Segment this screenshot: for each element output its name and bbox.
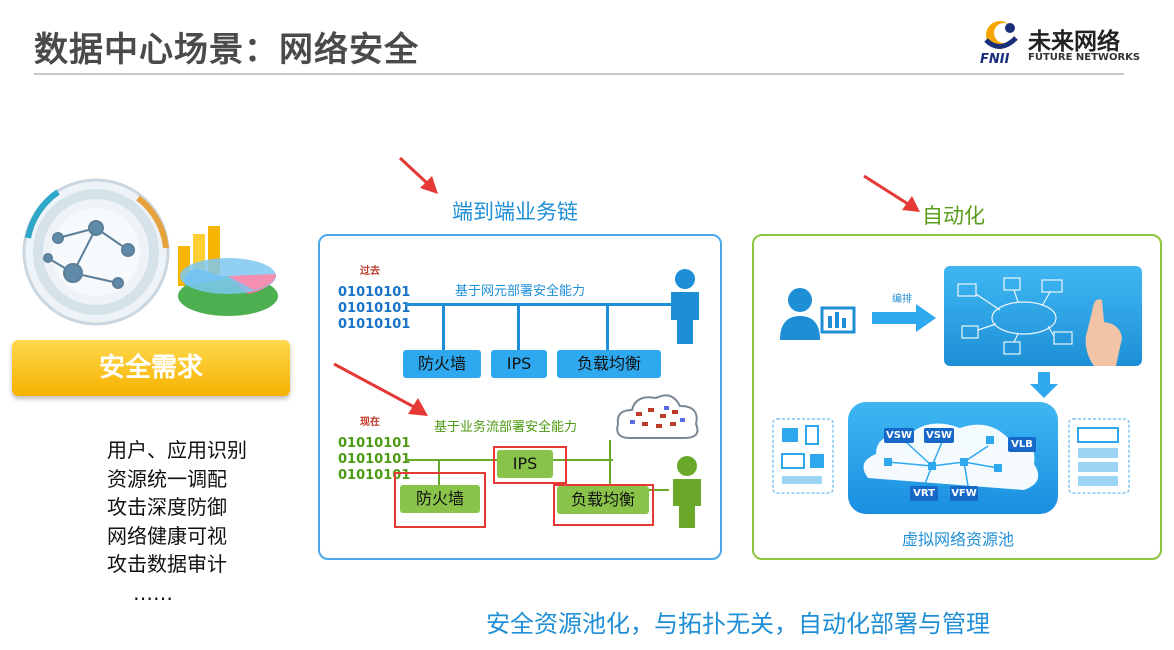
resource-pool-label: 虚拟网络资源池 [902, 530, 1015, 549]
now-binary: 01010101 01010101 01010101 [338, 436, 411, 483]
cloud-orchestration-screen [944, 266, 1142, 366]
vlb-node: VLB [1008, 437, 1036, 452]
requirements-list: 用户、应用识别 资源统一调配 攻击深度防御 网络健康可视 攻击数据审计 …… [107, 436, 247, 607]
vsw-node: VSW [924, 428, 954, 443]
connector [442, 306, 445, 350]
summary-text: 安全资源池化，与拓扑无关，自动化部署与管理 [486, 610, 990, 638]
down-arrow-icon [1030, 372, 1058, 398]
red-arrow-icon [863, 174, 920, 212]
past-bus-line [405, 303, 673, 306]
highlight-frame [493, 446, 567, 484]
past-caption: 基于网元部署安全能力 [455, 284, 586, 299]
service-chain-heading: 端到端业务链 [452, 200, 578, 224]
now-flow-line [609, 440, 611, 490]
highlight-frame [394, 472, 486, 528]
vrt-node: VRT [910, 486, 938, 501]
cloud-icon [612, 390, 702, 448]
red-arrow-icon [398, 156, 438, 194]
past-ips-box: IPS [491, 350, 547, 378]
list-item: 攻击数据审计 [107, 552, 227, 576]
logo-icon [980, 18, 1024, 54]
automation-heading: 自动化 [922, 204, 985, 228]
list-item: 网络健康可视 [107, 523, 227, 548]
user-icon [668, 268, 702, 344]
list-item: …… [133, 580, 173, 605]
red-arrow-icon [333, 362, 428, 416]
connector [606, 306, 609, 350]
now-caption: 基于业务流部署安全能力 [434, 420, 578, 435]
now-load-balancer-box: 负载均衡 [557, 486, 649, 514]
list-item: 资源统一调配 [107, 466, 227, 491]
list-item: 攻击深度防御 [107, 495, 227, 519]
device-panel-icon [772, 418, 834, 494]
logo-abbr: FNII [980, 52, 1010, 67]
service-chain-panel [318, 234, 722, 560]
now-tag: 现在 [360, 417, 380, 428]
security-illustration [18, 178, 278, 328]
logo-text-en: FUTURE NETWORKS [1028, 52, 1141, 63]
past-firewall-box: 防火墙 [403, 350, 481, 378]
admin-user-icon [778, 286, 858, 350]
past-load-balancer-box: 负载均衡 [557, 350, 661, 378]
vsw-node: VSW [884, 428, 914, 443]
connector [517, 306, 520, 350]
now-firewall-box: 防火墙 [400, 485, 480, 513]
list-item: 用户、应用识别 [107, 438, 247, 462]
past-tag: 过去 [360, 266, 380, 277]
now-ips-box: IPS [497, 450, 553, 478]
automation-panel [752, 234, 1162, 560]
logo-text-cn: 未来网络 [1028, 29, 1120, 55]
user-icon [670, 456, 704, 528]
title-divider [34, 73, 1124, 75]
page-title: 数据中心场景：网络安全 [34, 30, 419, 70]
orchestrate-label: 编排 [892, 294, 912, 305]
security-requirements-banner: 安全需求 [12, 340, 290, 396]
vfw-node: VFW [950, 486, 978, 501]
highlight-frame [553, 484, 654, 526]
right-arrow-icon [872, 302, 938, 334]
server-panel-icon [1068, 418, 1130, 494]
past-binary: 01010101 01010101 01010101 [338, 285, 411, 332]
